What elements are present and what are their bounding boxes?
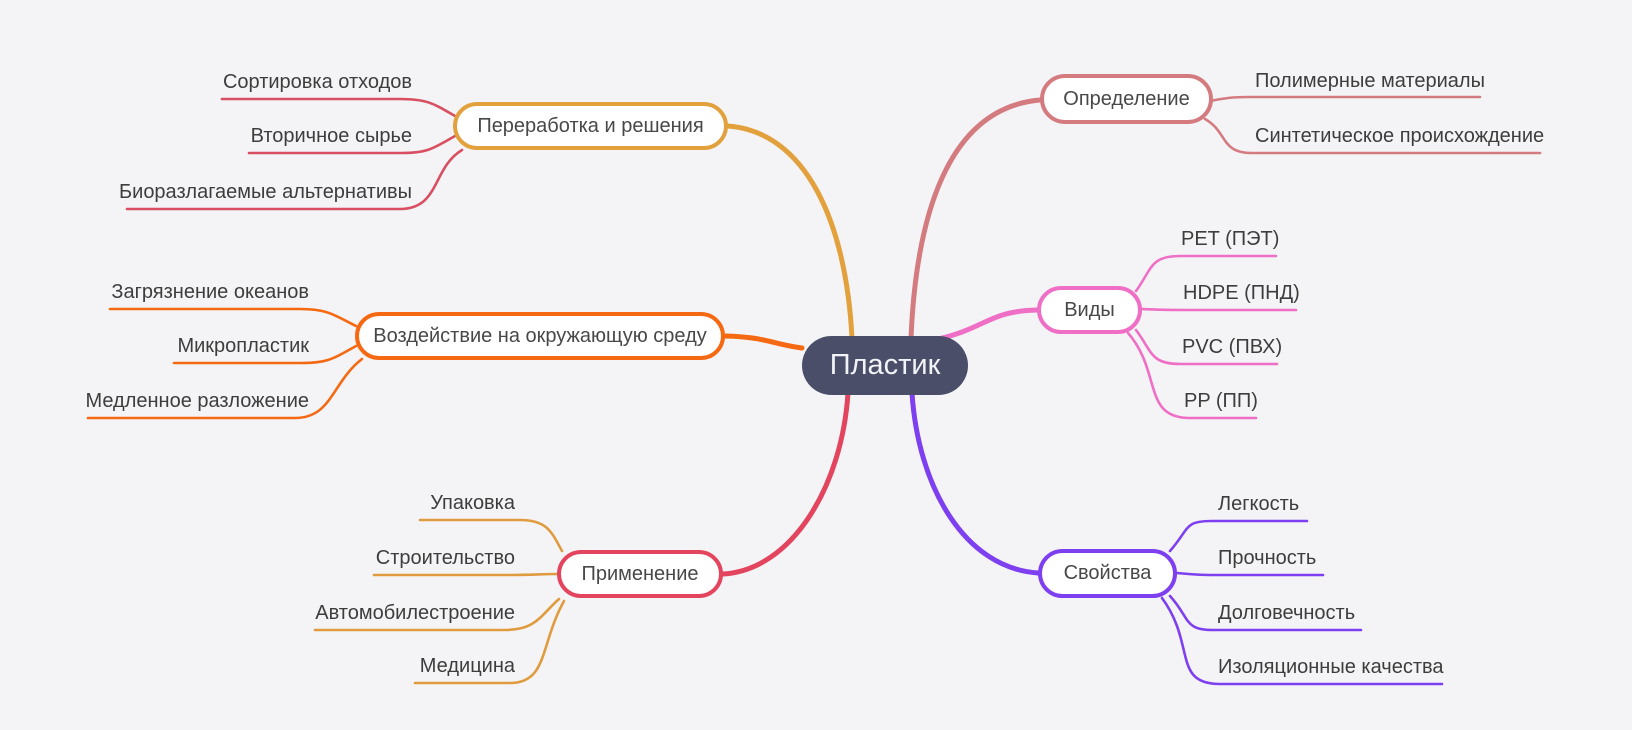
edge-root-svoystva [909, 390, 1041, 576]
edge-leaf-avtomobilestroenie [313, 597, 561, 632]
branch-node-opredelenie[interactable]: Определение [1040, 74, 1213, 124]
leaf-medlennoe-razlozhenie[interactable]: Медленное разложение [85, 390, 309, 412]
leaf-prochnost[interactable]: Прочность [1218, 547, 1317, 569]
edge-leaf-vtorichnoe [247, 134, 457, 155]
edge-leaf-legkost [1168, 519, 1309, 553]
leaf-upakovka[interactable]: Упаковка [430, 492, 515, 514]
edge-leaf-biorazlagaemye [125, 148, 464, 211]
leaf-sinteticheskoe-proiskhozhdenie[interactable]: Синтетическое происхождение [1255, 125, 1545, 147]
edge-root-vidy [931, 307, 1040, 343]
edge-leaf-stroitelstvo [372, 572, 559, 577]
edge-leaf-sortirovka [220, 97, 457, 118]
leaf-dolgovechnost[interactable]: Долговечность [1218, 602, 1356, 624]
edge-root-opredelenie [908, 97, 1043, 341]
leaf-vtorichnoe-syrye[interactable]: Вторичное сырье [250, 125, 412, 147]
leaf-pp[interactable]: PP (ПП) [1184, 390, 1258, 412]
branch-node-vidy[interactable]: Виды [1037, 286, 1142, 334]
root-node-plastik[interactable]: Пластик [802, 336, 968, 395]
edge-leaf-polimernye [1208, 95, 1482, 103]
branch-node-svoystva[interactable]: Свойства [1038, 549, 1177, 598]
edge-leaf-sinteticheskoe [1203, 117, 1542, 155]
edge-leaf-pvc [1134, 328, 1279, 366]
edge-leaf-hdpe [1140, 307, 1298, 312]
leaf-mikroplastik[interactable]: Микропластик [177, 335, 309, 357]
edge-leaf-pet [1134, 254, 1278, 293]
leaf-zagryaznenie-okeanov[interactable]: Загрязнение океанов [111, 281, 309, 303]
edge-root-primenenie [720, 390, 851, 577]
edge-leaf-zagryaznenie [108, 307, 358, 328]
leaf-hdpe[interactable]: HDPE (ПНД) [1183, 282, 1300, 304]
edge-leaf-meditsina [413, 599, 566, 685]
leaf-meditsina[interactable]: Медицина [419, 655, 515, 677]
leaf-izolyatsionnye-kachestva[interactable]: Изоляционные качества [1218, 656, 1444, 678]
leaf-stroitelstvo[interactable]: Строительство [375, 547, 515, 569]
edge-leaf-izolyatsionnye [1160, 596, 1444, 686]
leaf-pvc[interactable]: PVC (ПВХ) [1182, 336, 1283, 358]
edge-leaf-pp [1126, 331, 1258, 420]
leaf-legkost[interactable]: Легкость [1218, 493, 1300, 515]
branch-node-primenenie[interactable]: Применение [557, 550, 723, 598]
edge-leaf-upakovka [418, 518, 564, 553]
edge-root-vozdeystvie [722, 333, 805, 351]
leaf-pet[interactable]: PET (ПЭТ) [1181, 228, 1280, 250]
edge-leaf-mikroplastik [172, 344, 358, 365]
leaf-sortirovka-otkhodov[interactable]: Сортировка отходов [222, 71, 412, 93]
edge-leaf-dolgovechnost [1168, 594, 1363, 632]
branch-node-vozdeystvie[interactable]: Воздействие на окружающую среду [355, 312, 725, 360]
edge-root-pererabotka [725, 123, 855, 341]
leaf-polimernye-materialy[interactable]: Полимерные материалы [1255, 70, 1485, 92]
leaf-biorazlagaemye-alternativy[interactable]: Биоразлагаемые альтернативы [119, 181, 412, 203]
branch-node-pererabotka[interactable]: Переработка и решения [453, 102, 728, 150]
leaf-avtomobilestroenie[interactable]: Автомобилестроение [315, 602, 515, 624]
edge-leaf-medlennoe [86, 357, 364, 420]
edge-leaf-prochnost [1175, 571, 1325, 577]
